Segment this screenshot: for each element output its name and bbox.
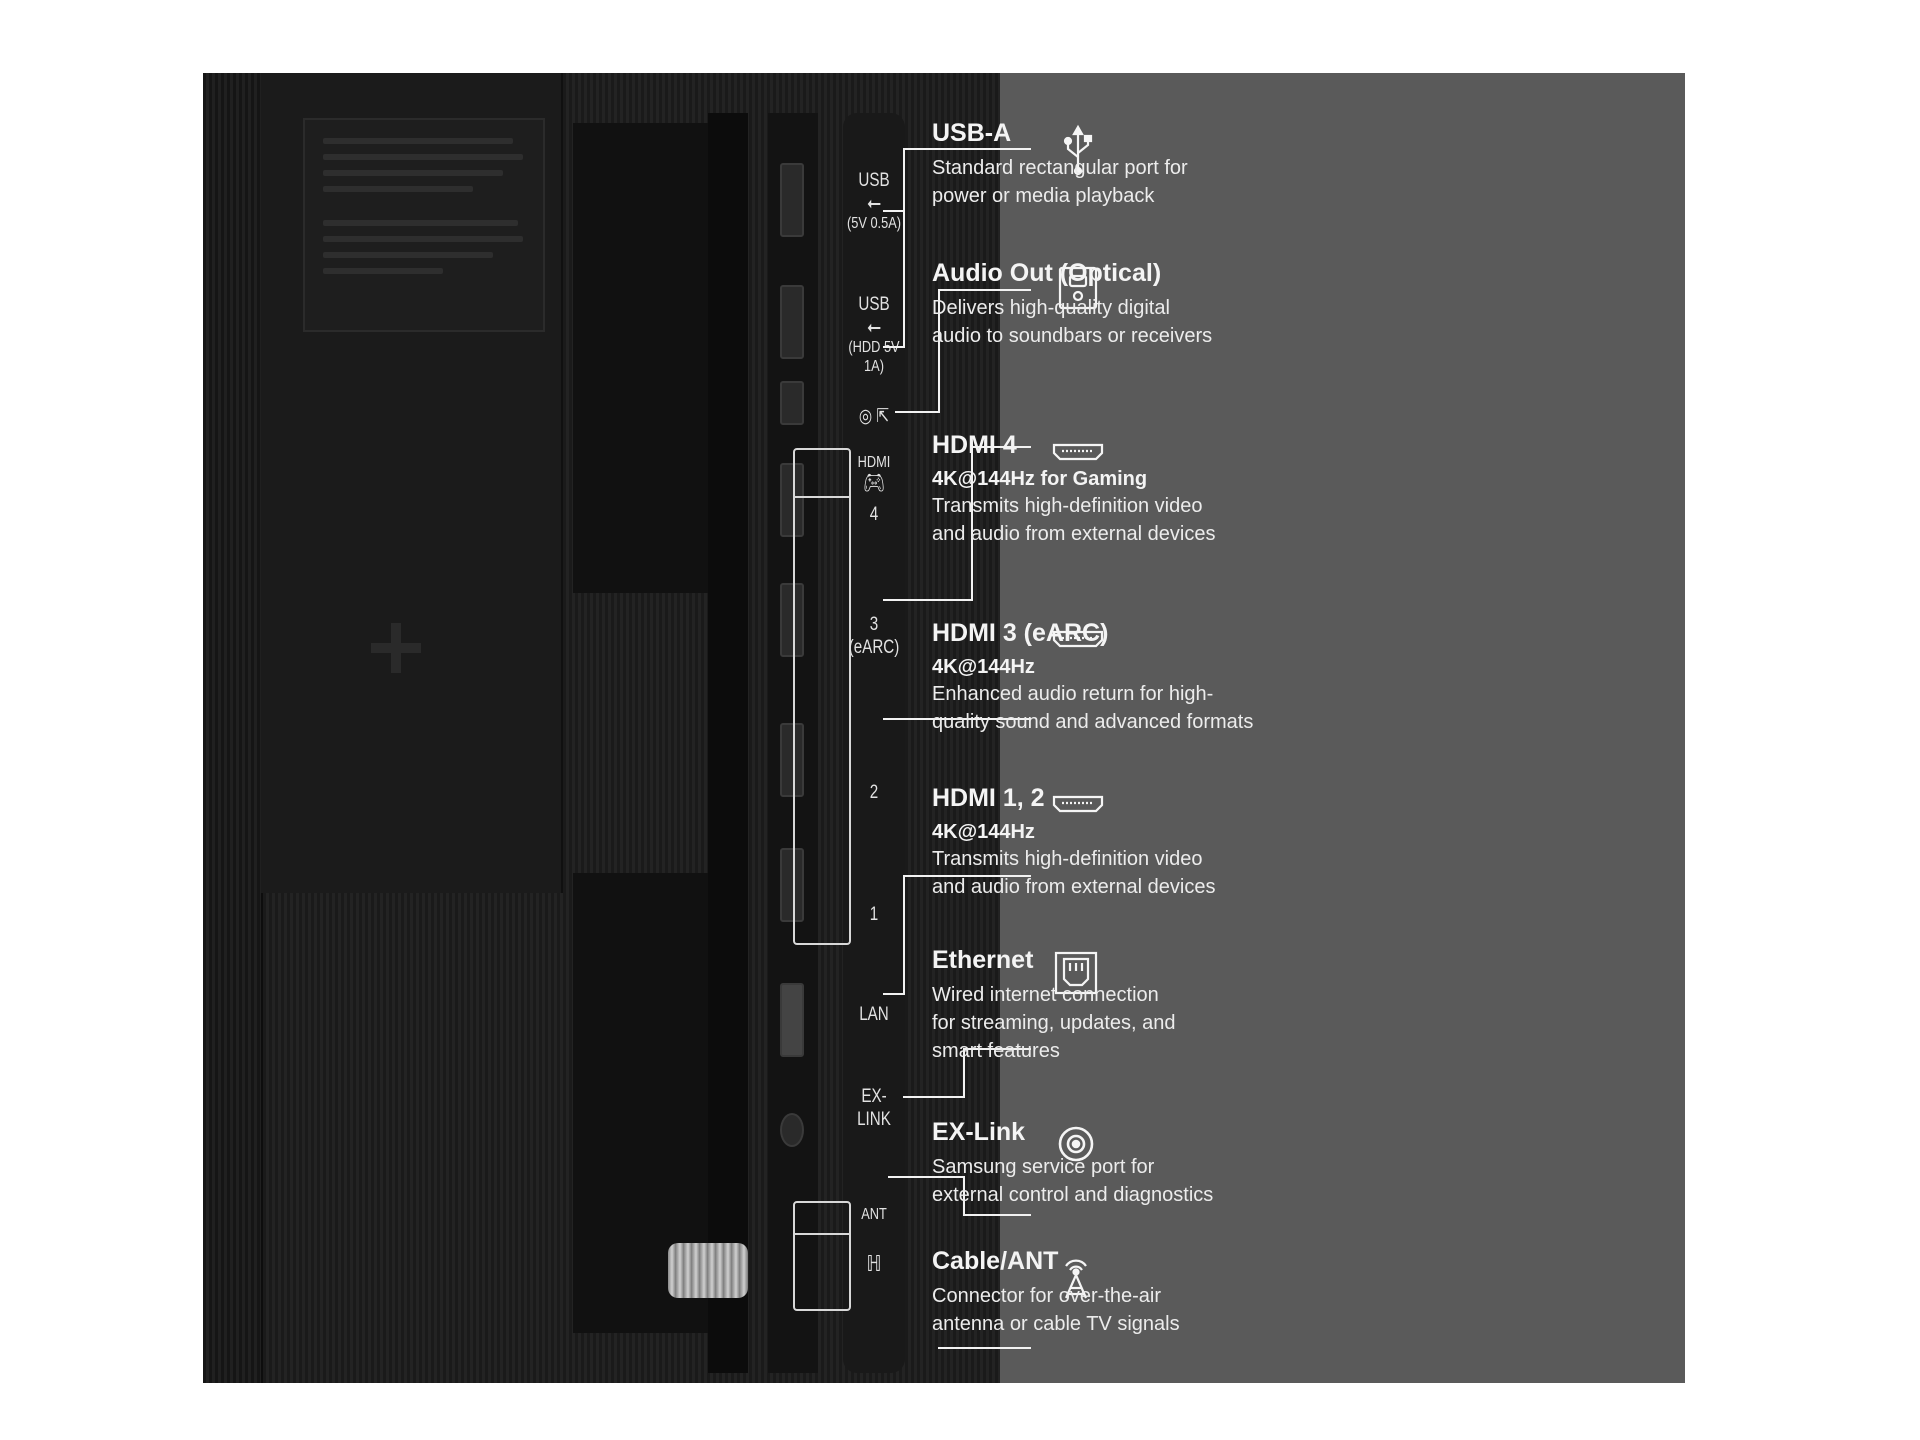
- port-label-lan: LAN: [845, 1003, 903, 1026]
- hdmi-icon: [1050, 610, 1106, 666]
- hdmi-header-label: HDMI: [857, 454, 891, 471]
- entry-description: Standard rectangular port for power or m…: [932, 157, 1188, 207]
- ant-header: [795, 1203, 849, 1235]
- optical-audio-icon: [1050, 260, 1106, 316]
- entry-spec: 4K@144Hz for Gaming: [932, 468, 1148, 490]
- ethernet-icon: [1048, 945, 1104, 1001]
- exlink-port: [780, 1113, 804, 1147]
- hdmi-port-3: [780, 583, 804, 657]
- entry-title: Ethernet: [932, 946, 1034, 974]
- hdmi-icon: [1050, 423, 1106, 479]
- ant-label: ANT: [861, 1206, 887, 1223]
- hdmi4-label: 4: [869, 504, 879, 525]
- port-label-hdmi-2: 2: [845, 781, 903, 804]
- port-label-hdmi-header: HDMI 🎮︎: [845, 453, 903, 494]
- entry-spec: 4K@144Hz: [932, 656, 1035, 678]
- ex-link-icon: [1048, 1116, 1104, 1172]
- usb-icon: [1050, 123, 1106, 179]
- port-label-ant: ANT: [845, 1205, 903, 1224]
- entry-description: Delivers high-quality digital audio to s…: [932, 297, 1213, 347]
- entry-description: Connector for over-the-air antenna or ca…: [932, 1285, 1180, 1335]
- entry-title: HDMI 4: [932, 431, 1017, 459]
- entry-description: Transmits high-definition video and audi…: [932, 495, 1216, 545]
- port-label-exlink: EX-LINK: [845, 1085, 903, 1131]
- entry-title: USB-A: [932, 119, 1012, 147]
- hdmi-port-4: [780, 463, 804, 537]
- entry-audio-out: Audio Out (Optical) Delivers high-qualit…: [932, 258, 1402, 350]
- port-label-usb-2: USB ⭠ (HDD 5V 1A): [845, 293, 903, 376]
- usb-small-icon: ⭠: [866, 190, 882, 215]
- mounting-mark: [371, 623, 421, 673]
- entry-hdmi-4: HDMI 4 4K@144Hz for Gaming Transmits hig…: [932, 430, 1402, 548]
- entry-description: Enhanced audio return for high- quality …: [932, 683, 1254, 733]
- usb-port-1: [780, 163, 804, 237]
- usb2-label: USB: [858, 294, 890, 315]
- hdmi-port-1: [780, 848, 804, 922]
- entry-usb-a: USB-A Standard rectangular port for powe…: [932, 118, 1402, 210]
- entry-title: Cable/ANT: [932, 1247, 1059, 1275]
- optical-port: [780, 381, 804, 425]
- port-channel: [708, 113, 748, 1373]
- entry-cable-ant: Cable/ANT Connector for over-the-air ant…: [932, 1246, 1402, 1338]
- hdmi1-label: 1: [869, 904, 879, 925]
- usb2-rating: (HDD 5V 1A): [848, 339, 900, 375]
- entry-hdmi-3: HDMI 3 (eARC) 4K@144Hz Enhanced audio re…: [932, 618, 1402, 736]
- tv-back-plate: [261, 73, 563, 893]
- lan-label: LAN: [859, 1004, 889, 1025]
- usb-small-icon: ⭠: [866, 314, 882, 339]
- hdmi-icon: [1050, 775, 1106, 831]
- info-panel: [1000, 73, 1685, 1383]
- port-label-optical: ◎ ⇱: [845, 405, 903, 428]
- entry-hdmi-12: HDMI 1, 2 4K@144Hz Transmits high-defini…: [932, 783, 1402, 901]
- hdmi-port-frame: [793, 448, 851, 945]
- hdmi3-earc-label: (eARC): [848, 637, 900, 658]
- tv-back-photo: USB ⭠ (5V 0.5A) USB ⭠ (HDD 5V 1A) ◎ ⇱ HD…: [203, 73, 1000, 1383]
- gamepad-icon: 🎮︎: [862, 470, 886, 495]
- port-label-ant-glyph: ℍ: [845, 1253, 903, 1275]
- entry-description: Wired internet connection for streaming,…: [932, 984, 1176, 1062]
- port-label-hdmi-1: 1: [845, 903, 903, 926]
- hdmi3-label: 3: [869, 614, 879, 635]
- lan-port: [780, 983, 804, 1057]
- port-recess-upper: [573, 123, 708, 593]
- hdmi-header: [795, 450, 849, 498]
- hdmi2-label: 2: [869, 782, 879, 803]
- antenna-icon: [1048, 1248, 1104, 1304]
- port-label-bar: [843, 113, 905, 1373]
- entry-description: Samsung service port for external contro…: [932, 1156, 1214, 1206]
- entry-title: HDMI 3 (eARC): [932, 619, 1109, 647]
- entry-ethernet: Ethernet Wired internet connection for s…: [932, 945, 1402, 1065]
- entry-title: EX-Link: [932, 1118, 1026, 1146]
- tv-ports-figure: USB ⭠ (5V 0.5A) USB ⭠ (HDD 5V 1A) ◎ ⇱ HD…: [203, 73, 1685, 1383]
- optical-label: ◎ ⇱: [858, 406, 890, 427]
- entry-description: Transmits high-definition video and audi…: [932, 848, 1216, 898]
- hdmi-port-2: [780, 723, 804, 797]
- usb1-label: USB: [858, 170, 890, 191]
- port-label-hdmi-3: 3 (eARC): [845, 613, 903, 659]
- coax-connector: [668, 1243, 748, 1298]
- usb-port-2: [780, 285, 804, 359]
- entry-title: HDMI 1, 2: [932, 784, 1045, 812]
- tv-edge: [203, 73, 263, 1383]
- entry-ex-link: EX-Link Samsung service port for externa…: [932, 1117, 1402, 1209]
- entry-title: Audio Out (Optical): [932, 259, 1162, 287]
- regulatory-sticker: [303, 118, 545, 332]
- entry-spec: 4K@144Hz: [932, 821, 1035, 843]
- ant-port-frame: [793, 1201, 851, 1311]
- port-label-usb-1: USB ⭠ (5V 0.5A): [845, 169, 903, 233]
- exlink-label: EX-LINK: [857, 1086, 891, 1130]
- port-label-hdmi-4: 4: [845, 503, 903, 526]
- usb1-rating: (5V 0.5A): [846, 215, 902, 232]
- ant-glyph: ℍ: [866, 1251, 882, 1276]
